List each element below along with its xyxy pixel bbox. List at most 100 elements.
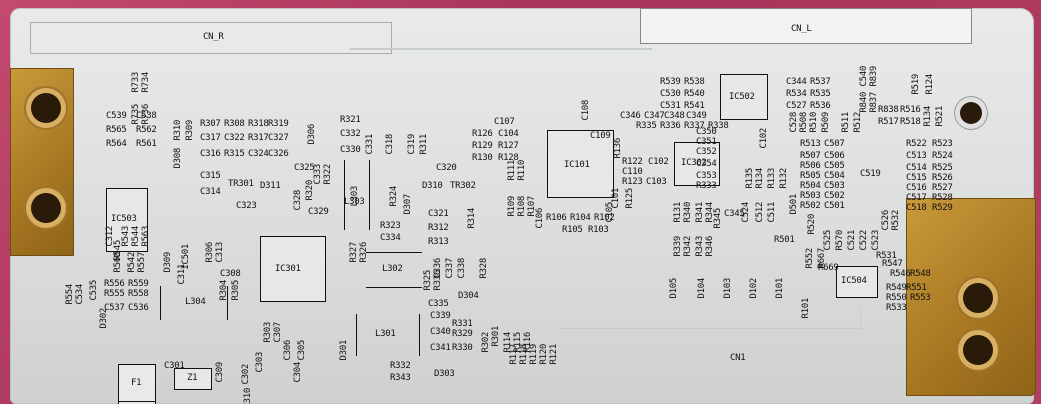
component-designator: R311 <box>419 134 429 155</box>
component-designator: R304 <box>219 280 229 301</box>
component-designator: D310 <box>422 181 443 191</box>
component-designator: C513 <box>906 151 927 161</box>
component-designator: C523 <box>871 230 881 251</box>
component-designator: R123 <box>622 177 643 187</box>
component-designator: C514 <box>906 163 927 173</box>
component-designator: R315 <box>224 149 245 159</box>
component-designator: R525 <box>932 163 953 173</box>
component-designator: R342 <box>683 236 693 257</box>
component-designator: R551 <box>906 283 927 293</box>
component-designator: R506 <box>800 161 821 171</box>
component-designator: C517 <box>906 193 927 203</box>
connector-cn-l-label: CN_L <box>791 24 812 34</box>
component-designator: R317 <box>248 133 269 143</box>
component-designator: R106 <box>546 213 567 223</box>
component-designator: R503 <box>800 191 821 201</box>
component-designator: C507 <box>824 139 845 149</box>
component-designator: C101 <box>611 188 621 209</box>
component-designator: R111 <box>507 160 517 181</box>
component-designator: R121 <box>549 344 559 365</box>
component-designator: R328 <box>479 258 489 279</box>
component-designator: C341 <box>430 343 451 353</box>
component-designator: R560 <box>113 252 123 273</box>
component-designator: R325 <box>423 270 433 291</box>
component-designator: C351 <box>696 137 717 147</box>
component-designator: R561 <box>136 139 157 149</box>
component-designator: R321 <box>340 115 361 125</box>
component-designator: R308 <box>224 119 245 129</box>
component-designator: R520 <box>807 214 817 235</box>
component-designator: C526 <box>881 210 891 231</box>
component-designator: R136 <box>613 138 623 159</box>
component-designator: R517 <box>878 117 899 127</box>
component-designator: R508 <box>799 112 809 133</box>
component-designator: C323 <box>236 201 257 211</box>
component-designator: R306 <box>205 242 215 263</box>
component-designator: D102 <box>749 278 759 299</box>
component-designator: R562 <box>136 125 157 135</box>
inductor-l301: L301 <box>356 314 420 356</box>
trace <box>350 48 652 50</box>
component-designator: R839 <box>869 66 879 87</box>
ic504-label: IC504 <box>841 276 867 286</box>
component-designator: D306 <box>307 124 317 145</box>
component-designator: R501 <box>774 235 795 245</box>
component-designator: C538 <box>136 111 157 121</box>
component-designator: R527 <box>932 183 953 193</box>
component-designator: R512 <box>853 112 863 133</box>
ic503-label: IC503 <box>111 214 137 224</box>
component-designator: D301 <box>339 340 349 361</box>
component-designator: R303 <box>263 322 273 343</box>
component-designator: R555 <box>104 289 125 299</box>
inductor-l304: L304 <box>160 286 228 320</box>
left-gold-pad <box>10 68 74 256</box>
component-designator: R117 <box>509 344 519 365</box>
component-designator: C521 <box>847 230 857 251</box>
component-designator: R528 <box>932 193 953 203</box>
component-designator: R541 <box>684 101 705 111</box>
component-designator: R669 <box>818 263 839 273</box>
component-designator: R343 <box>390 373 411 383</box>
component-designator: R339 <box>673 236 683 257</box>
component-designator: R552 <box>805 248 815 269</box>
component-designator: R553 <box>910 293 931 303</box>
component-designator: R533 <box>886 303 907 313</box>
component-designator: R734 <box>141 72 151 93</box>
component-designator: C535 <box>89 280 99 301</box>
component-designator: R544 <box>131 226 141 247</box>
left-bottom-hole <box>31 193 61 223</box>
component-designator: C505 <box>824 161 845 171</box>
component-designator: C530 <box>660 89 681 99</box>
component-designator: C528 <box>789 112 799 133</box>
component-designator: R332 <box>390 361 411 371</box>
connector-cn1-label: CN1 <box>730 353 746 363</box>
pcb-board: CN_R CN_L CN1 IC503 IC101 IC302 IC502 IC… <box>10 8 1036 404</box>
component-designator: C304 <box>293 362 303 383</box>
component-designator: C336 <box>433 258 443 279</box>
component-designator: C315 <box>200 171 221 181</box>
component-designator: R534 <box>786 89 807 99</box>
inductor-l303: L303 <box>344 160 370 230</box>
component-designator: R511 <box>841 112 851 133</box>
component-designator: R556 <box>104 279 125 289</box>
component-designator: C320 <box>436 163 457 173</box>
component-designator: C353 <box>696 171 717 181</box>
component-designator: D311 <box>260 181 281 191</box>
component-designator: R543 <box>121 226 131 247</box>
fuse-f1-body: F1 <box>118 364 156 402</box>
component-designator: R335 <box>636 121 657 131</box>
ic302: IC302 <box>674 142 720 186</box>
component-designator: D309 <box>163 252 173 273</box>
component-designator: R330 <box>452 343 473 353</box>
component-designator: D303 <box>434 369 455 379</box>
component-designator: C512 <box>755 202 765 223</box>
component-designator: C301 <box>164 361 185 371</box>
component-designator: R302 <box>481 332 491 353</box>
component-designator: C511 <box>767 202 777 223</box>
component-designator: R559 <box>128 279 149 289</box>
component-designator: R504 <box>800 181 821 191</box>
ic302-label: IC302 <box>681 158 707 168</box>
component-designator: D104 <box>697 278 707 299</box>
component-designator: C503 <box>824 181 845 191</box>
component-designator: R529 <box>932 203 953 213</box>
